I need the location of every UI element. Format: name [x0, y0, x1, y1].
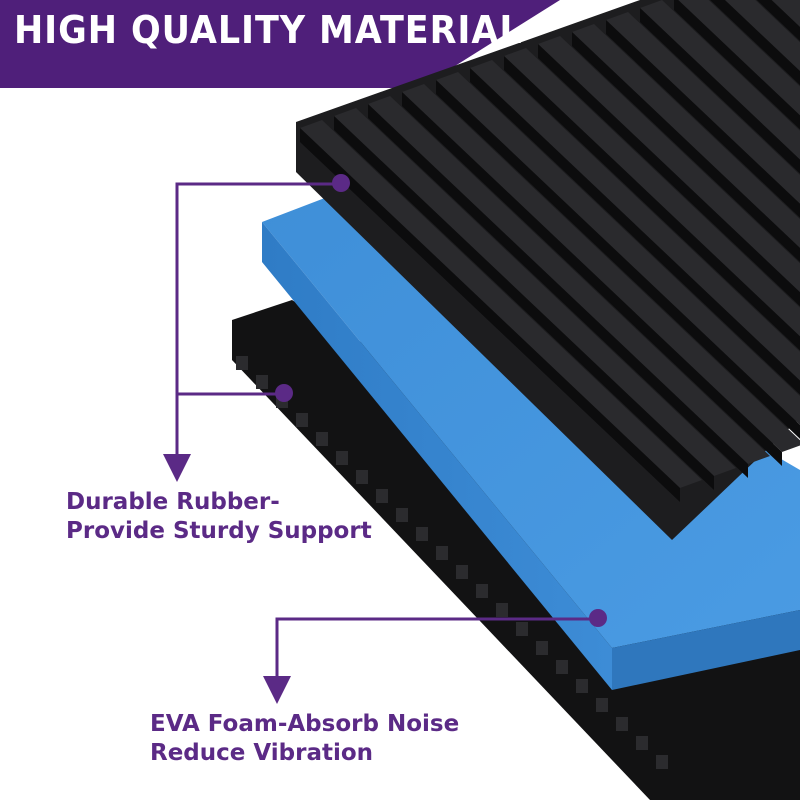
top-rubber-ribs — [300, 0, 800, 502]
rubber-rib-shadow — [402, 92, 782, 466]
bottom-rubber-ribs — [236, 356, 668, 769]
rubber-tooth — [636, 736, 648, 750]
rubber-tooth — [536, 641, 548, 655]
rubber-rib — [538, 36, 800, 293]
rubber-tooth — [456, 565, 468, 579]
rubber-rib — [640, 0, 800, 160]
rubber-rib — [334, 108, 736, 476]
rubber-rib-shadow — [334, 116, 714, 490]
rubber-tooth — [596, 698, 608, 712]
foam-layer — [262, 196, 800, 690]
rubber-label-line2: Provide Sturdy Support — [66, 518, 372, 544]
foam-label-line1: EVA Foam-Absorb Noise — [150, 711, 460, 737]
rubber-tooth — [496, 603, 508, 617]
foam-front-face — [262, 222, 612, 690]
rubber-tooth — [296, 413, 308, 427]
top-rubber-layer — [296, 0, 800, 540]
rubber-rib — [436, 72, 800, 425]
rubber-tooth — [576, 679, 588, 693]
callout-rubber — [175, 182, 341, 478]
rubber-tooth — [376, 489, 388, 503]
foam-arrow-icon — [263, 676, 291, 704]
rubber-rib-shadow — [606, 20, 800, 218]
rubber-rib — [606, 12, 800, 204]
rubber-tooth — [436, 546, 448, 560]
rubber-rib-shadow — [436, 80, 800, 439]
rubber-tooth — [236, 356, 248, 370]
foam-side-face — [612, 610, 800, 690]
banner-title: HIGH QUALITY MATERIAL — [14, 8, 523, 52]
rubber-tooth — [316, 432, 328, 446]
rubber-arrow-icon — [163, 454, 191, 482]
rubber-rib — [572, 24, 800, 248]
rubber-rib-shadow — [756, 0, 800, 41]
rubber-rib — [678, 0, 800, 116]
callout-foam — [275, 617, 598, 700]
header-banner — [0, 0, 560, 88]
rubber-tooth — [336, 451, 348, 465]
rubber-rib-shadow — [538, 44, 800, 307]
rubber-rib-shadow — [572, 32, 800, 262]
rubber-tooth — [416, 527, 428, 541]
rubber-rib-shadow — [674, 0, 800, 130]
rubber-rib-shadow — [710, 0, 800, 86]
rubber-bottom-marker-dot — [275, 384, 293, 402]
foam-top-face — [262, 196, 800, 648]
rubber-rib-shadow — [504, 56, 800, 351]
rubber-rib — [402, 84, 800, 452]
foam-label-line2: Reduce Vibration — [150, 740, 374, 766]
rubber-tooth — [476, 584, 488, 598]
rubber-tooth — [656, 755, 668, 769]
rubber-tooth — [356, 470, 368, 484]
foam-marker-dot — [589, 609, 607, 627]
rubber-tooth — [396, 508, 408, 522]
rubber-tooth — [616, 717, 628, 731]
rubber-rib-shadow — [470, 68, 800, 395]
banner-background — [0, 0, 560, 88]
rubber-rib-shadow — [640, 8, 800, 174]
rubber-rib — [504, 48, 800, 337]
rubber-label: Durable Rubber- Provide Sturdy Support — [66, 488, 372, 546]
rubber-rib-shadow — [300, 128, 680, 502]
rubber-top-marker-dot — [332, 174, 350, 192]
rubber-rib — [368, 96, 770, 464]
rubber-rib — [300, 120, 702, 488]
rubber-tooth — [556, 660, 568, 674]
rubber-label-line1: Durable Rubber- — [66, 489, 280, 515]
foam-label: EVA Foam-Absorb Noise Reduce Vibration — [150, 710, 459, 768]
rubber-tooth — [256, 375, 268, 389]
rubber-rib-shadow — [368, 104, 748, 478]
rubber-tooth — [516, 622, 528, 636]
rubber-rib — [470, 60, 800, 381]
